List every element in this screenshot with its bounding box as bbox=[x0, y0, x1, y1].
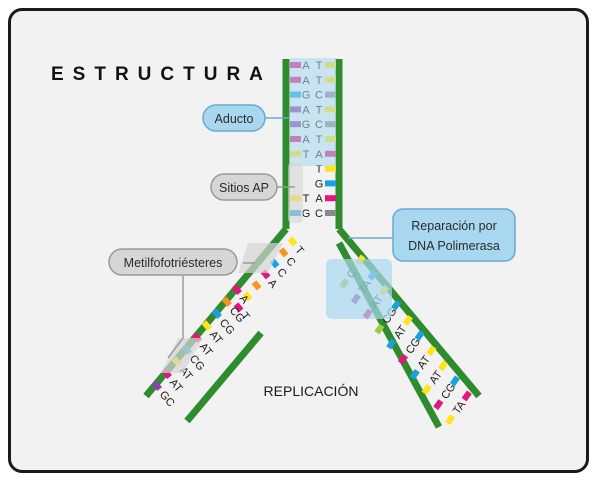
right-base-mark bbox=[386, 338, 397, 350]
right-base-mark-outer bbox=[414, 330, 425, 341]
right-base-mark-outer bbox=[426, 345, 437, 357]
right-base-mark-outer bbox=[402, 314, 413, 326]
right-base-mark bbox=[433, 399, 444, 410]
left-inner-base-mark bbox=[233, 302, 244, 313]
sitios-ap-highlight bbox=[288, 163, 303, 223]
right-base-letters: TA bbox=[451, 398, 469, 416]
callout-aducto-label: Aducto bbox=[215, 112, 254, 126]
right-base-letters: AT bbox=[427, 369, 445, 387]
right-base-mark bbox=[374, 323, 385, 335]
reparacion-highlight bbox=[326, 259, 392, 319]
trunk-base-pair: T bbox=[316, 164, 336, 176]
callout-metil: Metilfofotriésteres bbox=[108, 248, 238, 276]
trunk-left-base-letter: G bbox=[302, 208, 311, 220]
trunk-right-base-letter: T bbox=[316, 164, 323, 176]
callout-aducto: Aducto bbox=[202, 104, 266, 132]
left-inner-base-letter: T bbox=[292, 244, 306, 257]
trunk-right-base-letter: C bbox=[315, 208, 323, 220]
left-inner-base bbox=[251, 280, 262, 291]
aducto-highlight bbox=[290, 58, 336, 166]
left-inner-base-mark bbox=[242, 291, 253, 302]
right-base-mark-outer bbox=[461, 390, 472, 402]
right-base-mark-outer bbox=[449, 375, 461, 387]
left-inner-base-letter: A bbox=[265, 277, 279, 291]
left-inner-base: T bbox=[287, 236, 306, 257]
left-base-mark bbox=[231, 284, 242, 295]
left-base-mark bbox=[221, 296, 232, 307]
replicacion-caption: REPLICACIÓN bbox=[264, 383, 359, 399]
trunk-right-base-mark bbox=[325, 210, 336, 216]
metil-highlight-upper bbox=[238, 243, 283, 273]
metil-highlight-lower bbox=[161, 338, 203, 373]
right-base-mark-outer bbox=[438, 360, 449, 372]
callout-metil-label: Metilfofotriésteres bbox=[124, 256, 223, 270]
trunk-right-base-mark bbox=[325, 180, 336, 187]
callout-sitios-ap: Sitios AP bbox=[210, 173, 278, 201]
left-inner-base-letter: C bbox=[274, 266, 288, 280]
left-inner-base-mark bbox=[251, 280, 262, 291]
right-base-mark bbox=[445, 414, 456, 426]
trunk-right-base-mark bbox=[325, 165, 336, 172]
callout-reparacion: Reparación por DNA Polimerasa bbox=[392, 208, 516, 262]
trunk-right-base-mark bbox=[325, 195, 336, 202]
trunk-base-pair: G bbox=[315, 178, 336, 190]
trunk-right-base-letter: A bbox=[315, 193, 323, 205]
callout-sitios-ap-label: Sitios AP bbox=[219, 181, 269, 195]
left-branch-inner-strand bbox=[184, 330, 264, 424]
right-base-letters: AT bbox=[416, 353, 434, 371]
trunk-right-base-letter: G bbox=[315, 178, 324, 190]
left-base-mark bbox=[151, 380, 162, 391]
right-base-mark bbox=[421, 384, 432, 395]
callout-reparacion-line1: Reparación por bbox=[411, 219, 496, 233]
callout-reparacion-line2: DNA Polimerasa bbox=[408, 239, 500, 253]
right-base-mark-outer bbox=[391, 299, 402, 311]
left-base-mark bbox=[211, 308, 222, 319]
diagram-title: ESTRUCTURA bbox=[51, 64, 272, 85]
right-base-mark bbox=[397, 353, 409, 365]
left-inner-base bbox=[242, 291, 253, 302]
right-base-mark bbox=[409, 368, 420, 380]
left-base-mark bbox=[201, 320, 212, 331]
left-inner-base-letter: C bbox=[283, 255, 297, 269]
trunk-left-base-letter: T bbox=[303, 193, 310, 205]
left-inner-base-mark bbox=[278, 247, 289, 258]
left-inner-base-mark bbox=[287, 236, 298, 247]
